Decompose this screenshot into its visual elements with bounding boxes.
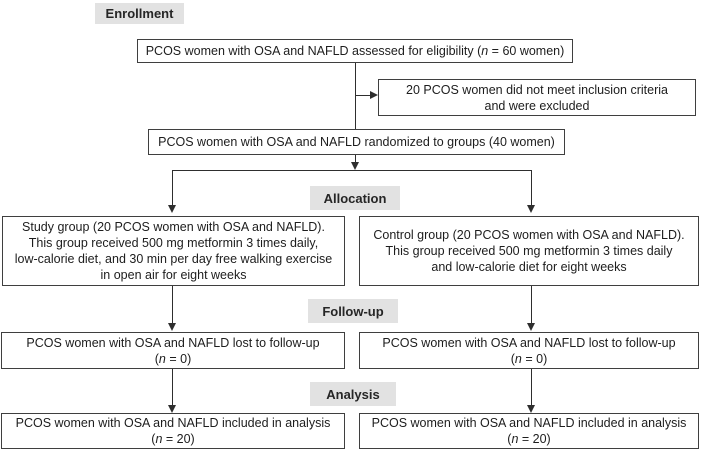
stage-label-analysis: Analysis: [310, 382, 396, 406]
study-group-line1: Study group (20 PCOS women with OSA and …: [22, 220, 325, 234]
branch-line: [172, 170, 532, 171]
connector-branch-to-study: [172, 170, 173, 205]
stage-label-followup: Follow-up: [308, 299, 398, 323]
analyzed-left-line1: PCOS women with OSA and NAFLD included i…: [15, 416, 331, 430]
connector-study-to-followup: [172, 286, 173, 323]
analyzed-left-box: PCOS women with OSA and NAFLD included i…: [1, 413, 345, 449]
arrowhead-study-icon: [168, 205, 176, 213]
lost-followup-right-box: PCOS women with OSA and NAFLD lost to fo…: [359, 332, 699, 369]
lost-left-line1: PCOS women with OSA and NAFLD lost to fo…: [26, 335, 320, 350]
stage-label-allocation: Allocation: [310, 186, 400, 210]
control-group-line1: Control group (20 PCOS women with OSA an…: [373, 228, 685, 242]
excluded-line1: 20 PCOS women did not meet inclusion cri…: [406, 82, 668, 97]
connector-branch-to-control: [531, 170, 532, 205]
study-group-box: Study group (20 PCOS women with OSA and …: [2, 216, 345, 286]
control-group-line3: and low-calorie diet for eight weeks: [431, 260, 627, 274]
study-group-line2: This group received 500 mg metformin 3 t…: [28, 236, 319, 250]
arrowhead-analysis-right-icon: [527, 405, 535, 413]
analyzed-right-line2: (n = 20): [507, 432, 551, 446]
excluded-line2: and were excluded: [484, 98, 590, 113]
randomized-text: PCOS women with OSA and NAFLD randomized…: [158, 135, 555, 149]
arrowhead-control-icon: [527, 205, 535, 213]
study-group-line4: in open air for eight weeks: [100, 268, 247, 282]
arrowhead-followup-left-icon: [168, 323, 176, 331]
analyzed-right-box: PCOS women with OSA and NAFLD included i…: [359, 413, 699, 449]
study-group-line3: low-calorie diet, and 30 min per day fre…: [14, 252, 333, 266]
randomized-box: PCOS women with OSA and NAFLD randomized…: [148, 129, 565, 155]
lost-right-line1: PCOS women with OSA and NAFLD lost to fo…: [382, 335, 676, 350]
lost-followup-left-box: PCOS women with OSA and NAFLD lost to fo…: [1, 332, 345, 369]
analyzed-left-line2: (n = 20): [151, 432, 195, 446]
connector-followup-to-analysis-left: [172, 369, 173, 405]
lost-left-line2: (n = 0): [154, 351, 192, 366]
eligibility-box: PCOS women with OSA and NAFLD assessed f…: [137, 39, 573, 63]
connector-to-excluded: [356, 95, 371, 96]
connector-randomized-to-branch: [355, 155, 356, 163]
connector-control-to-followup: [531, 286, 532, 323]
control-group-line2: This group received 500 mg metformin 3 t…: [385, 244, 673, 258]
analyzed-right-line1: PCOS women with OSA and NAFLD included i…: [371, 416, 687, 430]
excluded-box: 20 PCOS women did not meet inclusion cri…: [378, 79, 696, 116]
connector-followup-to-analysis-right: [531, 369, 532, 405]
stage-label-enrollment: Enrollment: [95, 3, 184, 24]
lost-right-line2: (n = 0): [510, 351, 548, 366]
arrowhead-analysis-left-icon: [168, 405, 176, 413]
arrowhead-to-excluded-icon: [370, 91, 378, 99]
control-group-box: Control group (20 PCOS women with OSA an…: [359, 216, 699, 286]
arrowhead-branch-icon: [351, 162, 359, 170]
eligibility-text: PCOS women with OSA and NAFLD assessed f…: [145, 44, 565, 58]
connector-eligibility-to-randomized: [355, 63, 356, 129]
arrowhead-followup-right-icon: [527, 323, 535, 331]
